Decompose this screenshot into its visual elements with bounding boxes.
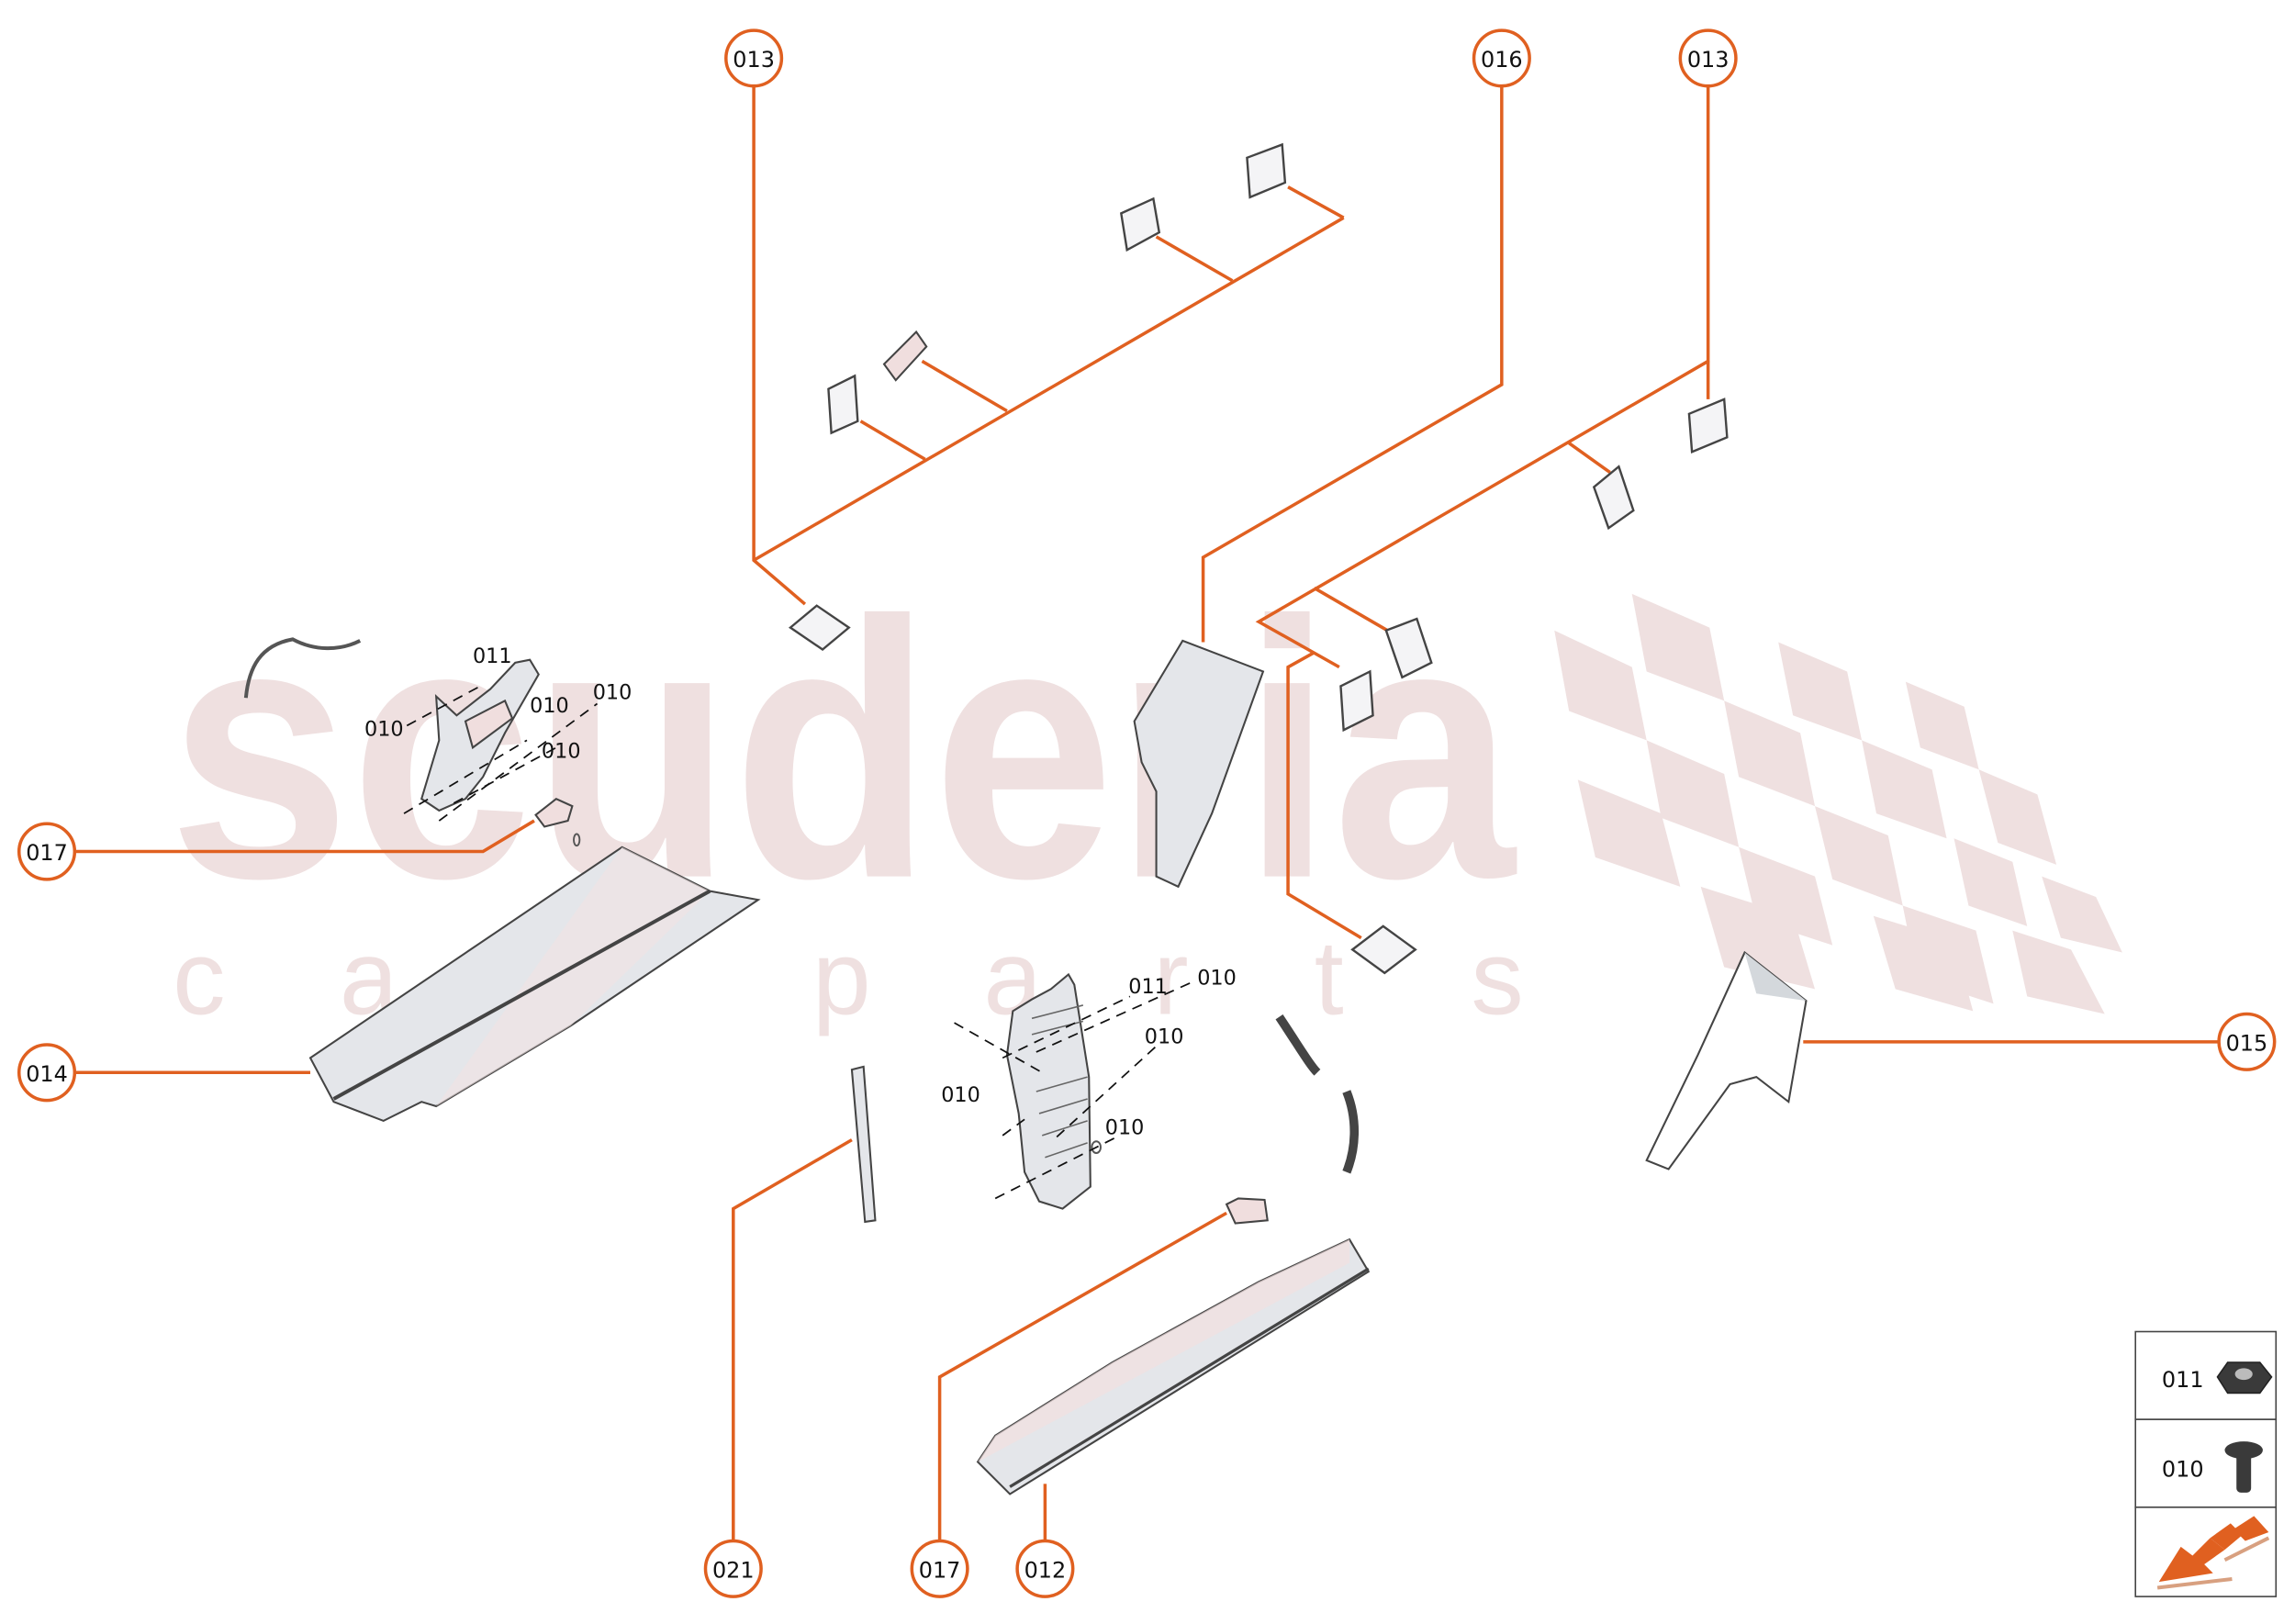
- sill-crease: [1009, 1267, 1370, 1488]
- trim-015-part[interactable]: [1645, 950, 1808, 1170]
- callout-015[interactable]: 015: [2217, 1012, 2277, 1071]
- small-clip-part: [573, 833, 581, 847]
- callout-label: 014: [26, 1061, 68, 1087]
- torx-screw-icon: [2224, 1441, 2263, 1493]
- cable-part[interactable]: [243, 637, 362, 699]
- fastener-label-010: 010: [542, 740, 581, 764]
- fastener-label-010: 010: [364, 718, 404, 742]
- clip-part[interactable]: [788, 604, 851, 652]
- sill-tint: [978, 1239, 1350, 1462]
- clip-part[interactable]: [1119, 196, 1161, 252]
- callout-014[interactable]: 014: [17, 1043, 77, 1103]
- callout-012[interactable]: 012: [1015, 1539, 1075, 1598]
- direction-arrow-icon: [2156, 1516, 2270, 1590]
- clip-part[interactable]: [1350, 924, 1417, 975]
- clip-part[interactable]: [882, 330, 928, 382]
- fastener-labels-center: 011 010 010 010 010: [941, 967, 1237, 1140]
- callout-013-left[interactable]: 013: [724, 28, 784, 88]
- callout-013-right[interactable]: 013: [1678, 28, 1738, 88]
- fastener-legend: 011 010: [2134, 1330, 2278, 1597]
- legend-label-011: 011: [2162, 1367, 2204, 1393]
- callout-016[interactable]: 016: [1472, 28, 1531, 88]
- fastener-label-010: 010: [530, 694, 569, 718]
- callout-label: 015: [2226, 1030, 2268, 1056]
- watermark-letter: s: [1471, 920, 1523, 1037]
- trim-tint: [1744, 952, 1807, 1002]
- clip-part[interactable]: [1384, 617, 1433, 679]
- seal-arc-part[interactable]: [1342, 1090, 1359, 1174]
- watermark-letter: c: [173, 920, 225, 1037]
- bracket-ribs: [1031, 1004, 1088, 1159]
- clip-part[interactable]: [1592, 465, 1635, 531]
- callout-label: 021: [712, 1557, 755, 1583]
- fastener-label-010: 010: [1197, 967, 1237, 991]
- callout-label: 016: [1481, 47, 1523, 73]
- panel-crease: [332, 889, 711, 1101]
- fastener-dash-lines: [403, 684, 1193, 1200]
- clips: [788, 142, 1729, 975]
- fastener-label-011: 011: [1128, 975, 1168, 999]
- watermark-letter: r: [1153, 920, 1188, 1037]
- panel-tint: [436, 846, 711, 1106]
- seal-arc-part[interactable]: [1275, 1014, 1321, 1076]
- callout-label: 017: [26, 840, 68, 866]
- trim-016-part[interactable]: [1133, 639, 1265, 889]
- callout-label: 012: [1024, 1557, 1067, 1583]
- clip-part[interactable]: [1687, 398, 1729, 454]
- callout-label: 013: [733, 47, 775, 73]
- clip-part[interactable]: [1246, 142, 1287, 199]
- callouts: 013 016 013 017 014 015 021 017: [17, 28, 2277, 1598]
- fastener-label-010: 010: [941, 1083, 980, 1107]
- checkered-flag-icon: [1554, 593, 2122, 1014]
- legend-label-010: 010: [2162, 1456, 2204, 1482]
- strip-021-part[interactable]: [850, 1065, 877, 1224]
- watermark-brand: scuderia: [168, 546, 1517, 955]
- hex-nut-icon: [2216, 1361, 2273, 1394]
- block-017-part[interactable]: [534, 797, 574, 828]
- bracket-tint: [464, 699, 514, 750]
- clip-part[interactable]: [827, 374, 859, 435]
- fastener-labels-left: 011 010 010 010 010: [364, 644, 632, 764]
- watermark-letter: p: [812, 920, 871, 1037]
- fastener-label-010: 010: [1145, 1025, 1184, 1048]
- small-clip-part: [1091, 1140, 1102, 1154]
- parts: [243, 637, 1808, 1495]
- fastener-label-011: 011: [473, 644, 512, 668]
- callout-label: 013: [1687, 47, 1730, 73]
- leader-lines: [75, 85, 2218, 1541]
- block-017-part[interactable]: [1225, 1197, 1269, 1225]
- callout-label: 017: [919, 1557, 961, 1583]
- center-bracket-part[interactable]: [1005, 972, 1092, 1210]
- watermark-letter: t: [1315, 920, 1344, 1037]
- clip-part[interactable]: [1339, 669, 1374, 733]
- callout-021[interactable]: 021: [703, 1539, 763, 1598]
- watermark: scuderia c a r p a r t s: [168, 546, 2122, 1037]
- fastener-label-010: 010: [593, 681, 633, 705]
- callout-017-bottom[interactable]: 017: [910, 1539, 969, 1598]
- callout-017-left[interactable]: 017: [17, 822, 77, 881]
- fastener-label-010: 010: [1105, 1115, 1145, 1139]
- legend-row-010[interactable]: [2134, 1418, 2278, 1508]
